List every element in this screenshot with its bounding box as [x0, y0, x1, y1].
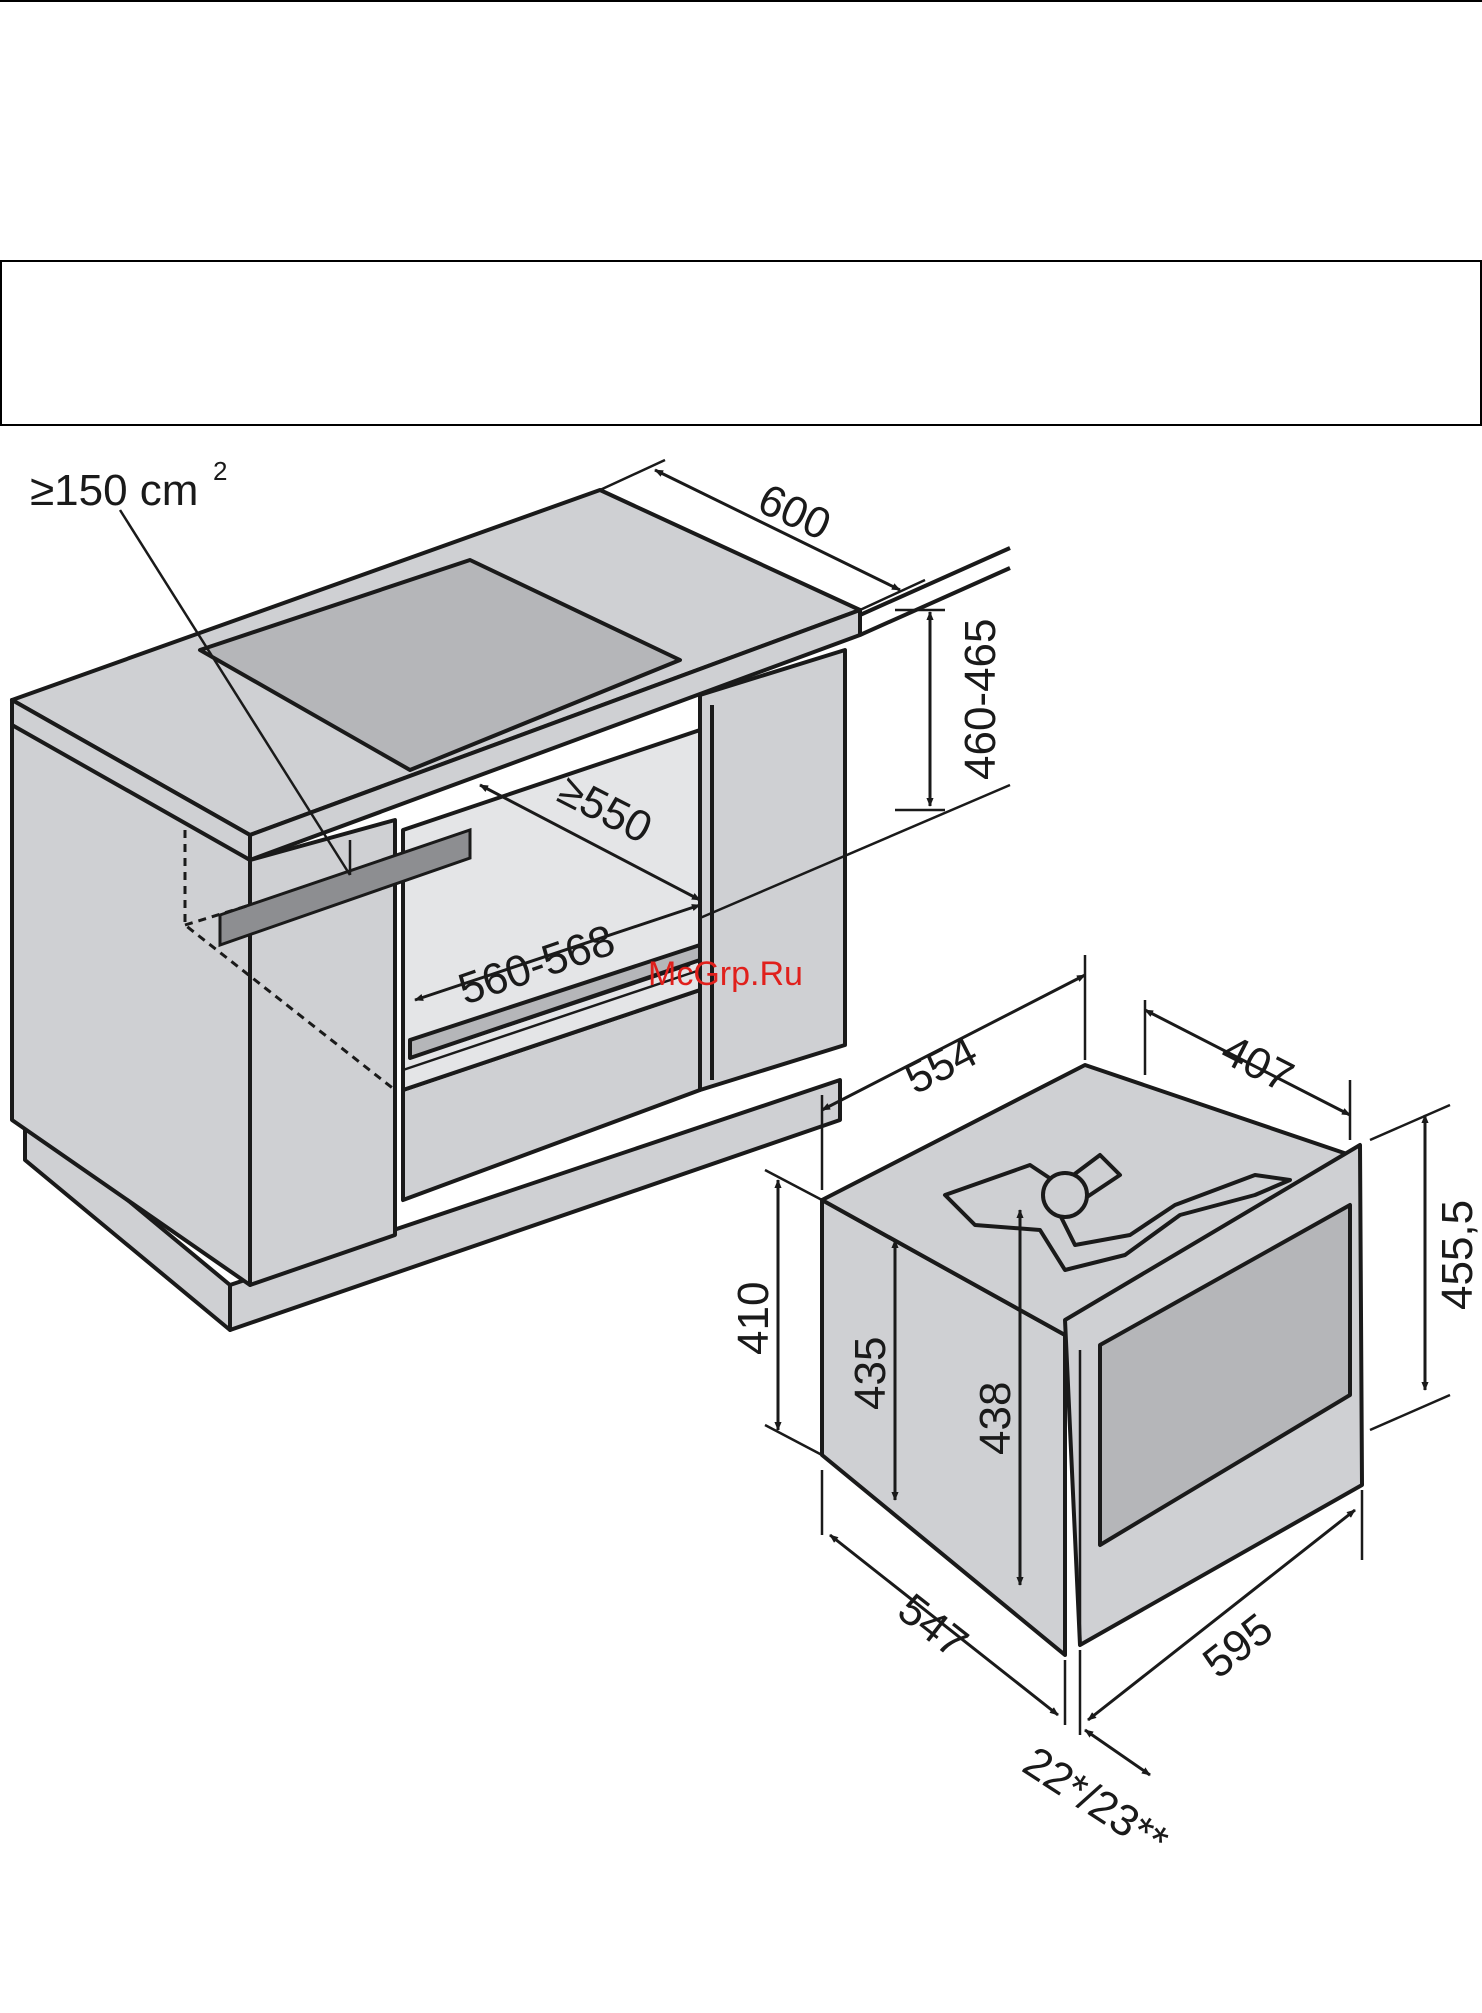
label-600: 600: [751, 475, 838, 550]
label-410: 410: [729, 1282, 778, 1355]
label-455-5: 455,5: [1433, 1200, 1482, 1310]
label-vent-area-exp: 2: [213, 456, 227, 486]
label-435: 435: [846, 1337, 895, 1410]
cabinet-right-column: [700, 650, 845, 1090]
dim-line-22-23: [1085, 1730, 1150, 1775]
label-554: 554: [897, 1027, 985, 1104]
label-460-465: 460-465: [956, 619, 1005, 780]
grill-hub: [1043, 1173, 1087, 1217]
watermark: McGrp.Ru: [648, 955, 803, 993]
label-547: 547: [889, 1584, 977, 1668]
label-595: 595: [1194, 1604, 1282, 1688]
label-407: 407: [1213, 1025, 1301, 1102]
label-438: 438: [971, 1382, 1020, 1455]
label-vent-area: ≥150 cm: [30, 466, 198, 515]
label-22-23: 22*/23**: [1015, 1737, 1177, 1866]
